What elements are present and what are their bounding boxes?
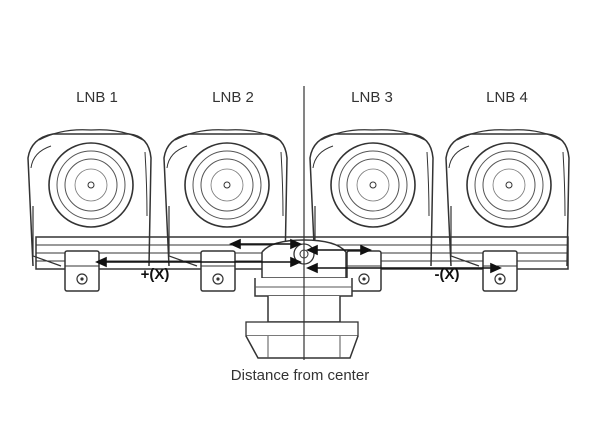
- lnb-4-label: LNB 4: [486, 89, 528, 106]
- lnb-3-label: LNB 3: [351, 89, 393, 106]
- lnb-1-label: LNB 1: [76, 89, 118, 106]
- negative-offset-label: -(X): [434, 266, 460, 283]
- offset-arrows: [95, 238, 502, 274]
- positive-offset-label: +(X): [140, 266, 170, 283]
- center-mount: [245, 239, 359, 359]
- diagram-caption: Distance from center: [230, 367, 370, 384]
- lnb-2-label: LNB 2: [212, 89, 254, 106]
